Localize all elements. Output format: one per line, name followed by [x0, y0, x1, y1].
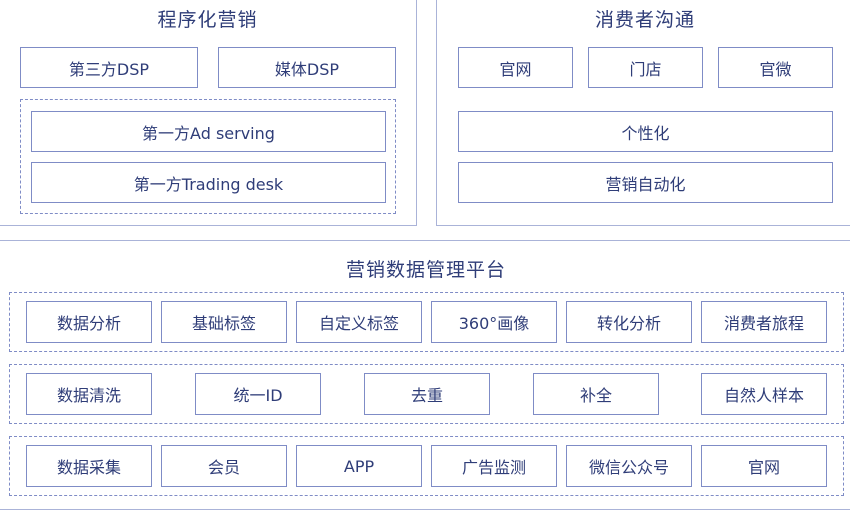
data-collection-box: 数据采集 [26, 445, 152, 487]
consumer-communication-title: 消费者沟通 [594, 9, 695, 31]
data-analysis-box: 数据分析 [26, 301, 152, 343]
website-box: 官网 [701, 445, 827, 487]
collection-layer-row [9, 436, 844, 496]
membership-box: 会员 [161, 445, 287, 487]
completion-box: 补全 [533, 373, 659, 415]
custom-tags-box: 自定义标签 [296, 301, 422, 343]
consumer-journey-box: 消费者旅程 [701, 301, 827, 343]
programmatic-marketing-title: 程序化营销 [157, 9, 258, 31]
data-cleansing-box: 数据清洗 [26, 373, 152, 415]
marketing-automation-box: 营销自动化 [458, 162, 833, 203]
personalization-box: 个性化 [458, 111, 833, 152]
conversion-analysis-box: 转化分析 [566, 301, 692, 343]
unified-id-box: 统一ID [195, 373, 321, 415]
deduplication-box: 去重 [364, 373, 490, 415]
app-box: APP [296, 445, 422, 487]
first-party-group [20, 99, 396, 214]
third-party-dsp-box: 第三方DSP [20, 47, 198, 88]
marketing-data-platform-panel: 营销数据管理平台 数据分析 基础标签 自定义标签 360°画像 转化分析 消费者… [0, 240, 850, 510]
media-dsp-box: 媒体DSP [218, 47, 396, 88]
marketing-data-platform-title: 营销数据管理平台 [345, 259, 506, 281]
basic-tags-box: 基础标签 [161, 301, 287, 343]
natural-person-sample-box: 自然人样本 [701, 373, 827, 415]
wechat-official-account-box: 微信公众号 [566, 445, 692, 487]
consumer-communication-panel: 消费者沟通 官网 门店 官微 个性化 营销自动化 [436, 0, 850, 226]
profile-360-box: 360°画像 [431, 301, 557, 343]
processing-layer-row [9, 364, 844, 424]
store-box: 门店 [588, 47, 703, 88]
first-party-trading-desk-box: 第一方Trading desk [31, 162, 386, 203]
official-website-box: 官网 [458, 47, 573, 88]
ad-monitoring-box: 广告监测 [431, 445, 557, 487]
official-weibo-box: 官微 [718, 47, 833, 88]
programmatic-marketing-panel: 程序化营销 第三方DSP 媒体DSP 第一方Ad serving 第一方Trad… [0, 0, 417, 226]
analysis-layer-row [9, 292, 844, 352]
first-party-ad-serving-box: 第一方Ad serving [31, 111, 386, 152]
